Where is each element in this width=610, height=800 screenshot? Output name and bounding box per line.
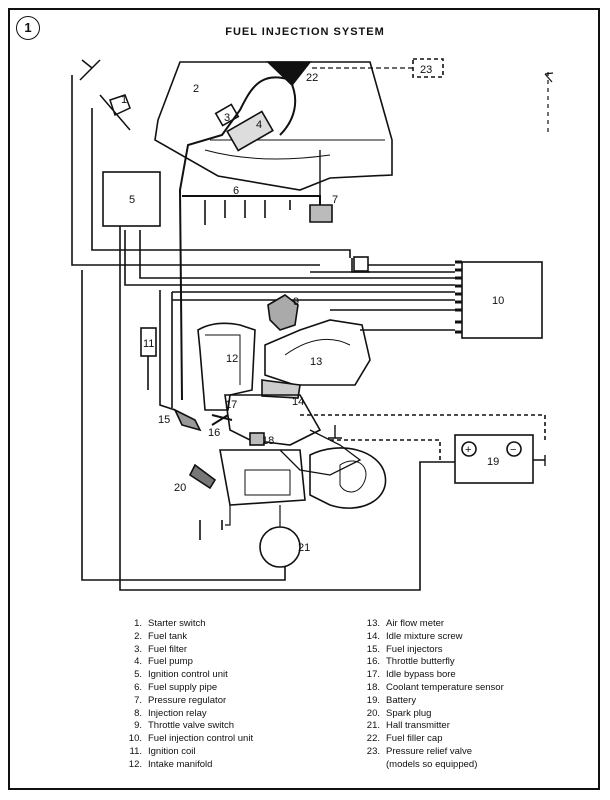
callout-label: 7 [332, 194, 338, 206]
legend-item: 4.Fuel pump [134, 656, 193, 668]
callout-label: 6 [233, 185, 239, 197]
legend-item: 23.Pressure relief valve [366, 745, 473, 757]
throttle-butterfly [211, 414, 233, 426]
legend-item: 16.Throttle butterfly [366, 656, 455, 668]
callout-label: 17 [225, 399, 237, 411]
legend-item: 12.Intake manifold [128, 758, 213, 770]
spark-plug [188, 463, 217, 490]
legend-item: 10.Fuel injection control unit [128, 733, 254, 745]
legend-right: 13.Air flow meter 14.Idle mixture screw … [358, 618, 504, 772]
callout-label: 15 [158, 414, 170, 426]
legend-item: 21.Hall transmitter [366, 720, 450, 732]
legend-item: 13.Air flow meter [366, 618, 445, 629]
legend-item: 14.Idle mixture screw [366, 630, 463, 642]
legend-item: 1.Starter switch [134, 618, 206, 629]
callout-label: 5 [129, 194, 135, 206]
intake-manifold [197, 322, 256, 411]
throttle-body [224, 394, 322, 446]
legend-item: (models so equipped) [386, 758, 478, 770]
figure-title: FUEL INJECTION SYSTEM [225, 26, 385, 38]
legend-item: 20.Spark plug [366, 707, 432, 719]
callout-label: 14 [292, 396, 304, 408]
callout-label: 2 [193, 83, 199, 95]
callout-label: 9 [293, 296, 299, 308]
legend-item: 8.Injection relay [134, 707, 207, 719]
legend-item: 15.Fuel injectors [366, 643, 443, 655]
callout-label: 10 [492, 295, 504, 307]
battery-plus-label: + [465, 444, 471, 456]
callout-label: 12 [226, 353, 238, 365]
fuel-injection-control-unit [461, 261, 543, 339]
fuel-tank [154, 61, 393, 191]
figure-frame [8, 8, 600, 790]
callout-label: 20 [174, 482, 186, 494]
battery-minus-label: − [510, 444, 516, 456]
callout-label: 4 [256, 119, 262, 131]
battery-positive-terminal [461, 441, 477, 457]
starter-switch [79, 59, 131, 131]
hall-transmitter [259, 526, 301, 568]
air-flow-meter [264, 319, 371, 386]
legend-item: 18.Coolant temperature sensor [366, 681, 504, 693]
legend-item: 11.Ignition coil [129, 745, 196, 757]
callout-label: 21 [298, 542, 310, 554]
idle-mixture-screw [261, 379, 301, 399]
fuel-injector [173, 408, 202, 432]
legend-item: 2.Fuel tank [134, 630, 188, 642]
legend-item: 5.Ignition control unit [134, 669, 228, 681]
coolant-temperature-sensor [249, 432, 265, 446]
pressure-regulator [309, 204, 333, 223]
legend-item: 3.Fuel filter [134, 643, 188, 655]
callout-label: 23 [420, 64, 432, 76]
legend-item: 22.Fuel filler cap [366, 733, 443, 745]
callout-label: 22 [306, 72, 318, 84]
ignition-control-unit [102, 171, 161, 227]
fuel-filter [214, 103, 240, 127]
legend-item: 9.Throttle valve switch [134, 720, 235, 732]
legend-item: 19.Battery [366, 694, 417, 706]
fuel-filler-cap [266, 61, 312, 87]
callout-label: 3 [224, 112, 230, 124]
injection-relay [353, 256, 369, 272]
legend-item: 6.Fuel supply pipe [134, 681, 218, 693]
callout-label: 16 [208, 427, 220, 439]
callout-label: 1 [121, 94, 127, 106]
callout-label: 13 [310, 356, 322, 368]
legend-item: 7.Pressure regulator [134, 694, 227, 706]
legend-item: 17.Idle bypass bore [366, 669, 456, 681]
legend-left: 1.Starter switch 2.Fuel tank 3.Fuel filt… [120, 618, 253, 772]
throttle-valve-switch [267, 294, 299, 331]
callout-label: 19 [487, 456, 499, 468]
battery-negative-terminal [506, 441, 522, 457]
callout-label: 11 [143, 338, 154, 350]
figure-number: 1 [16, 16, 40, 40]
fuel-pump [226, 110, 274, 152]
callout-label: 18 [262, 435, 274, 447]
battery [454, 434, 534, 484]
fuel-supply-pipe [182, 195, 321, 210]
